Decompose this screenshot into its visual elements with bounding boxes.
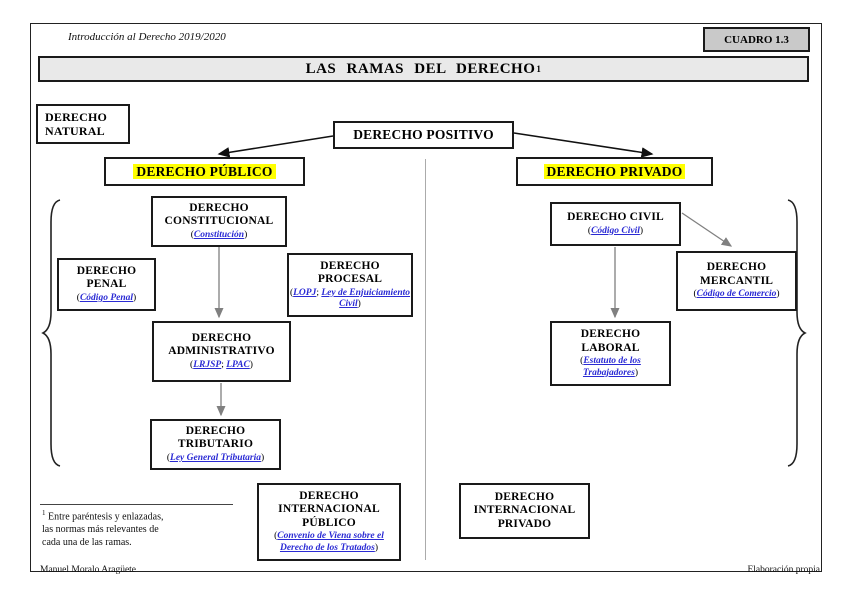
footnote-text: las normas más relevantes de — [42, 524, 159, 536]
citation-text: ) — [133, 292, 137, 303]
footer-author: Manuel Moralo Aragüete — [40, 565, 137, 575]
node-derecho-internacional-privado: DERECHO INTERNACIONAL PRIVADO — [459, 483, 590, 539]
page-border — [30, 23, 822, 572]
node-title-line: PÚBLICO — [302, 516, 356, 529]
node-title-line: DERECHO — [191, 331, 252, 344]
node-title-line: DERECHO POSITIVO — [353, 127, 494, 143]
citation-link[interactable]: Ley General Tributaria — [170, 452, 261, 463]
node-title-line: NATURAL — [45, 124, 105, 138]
citation-text: ( — [166, 452, 171, 463]
node-derecho-internacional-publico: DERECHO INTERNACIONAL PÚBLICO (Convenio … — [257, 483, 401, 561]
citation-text: ) — [357, 299, 361, 310]
node-title-line: DERECHO — [76, 264, 137, 277]
node-title-line: DERECHO — [45, 109, 108, 124]
node-title-line: DERECHO — [320, 259, 380, 272]
citation-text: ( — [76, 292, 80, 303]
citation-link[interactable]: Constitución — [193, 229, 245, 240]
footnote-line: 1 Entre paréntesis y enlazadas, — [42, 509, 242, 523]
citation-text: ( — [587, 225, 592, 236]
node-citation: (Código de Comercio) — [693, 289, 779, 300]
course-header: Introducción al Derecho 2019/2020 — [68, 31, 226, 43]
footnote-text: cada una de las ramas. — [42, 537, 132, 549]
node-title-line: PENAL — [86, 278, 127, 291]
node-title-line: MERCANTIL — [699, 274, 774, 287]
footnote-divider — [40, 504, 233, 505]
node-citation: (Constitución) — [191, 230, 248, 241]
citation-link[interactable]: Código Civil — [591, 225, 640, 236]
footer-credit: Elaboración propia — [747, 565, 820, 575]
citation-link[interactable]: Código de Comercio — [696, 289, 777, 300]
citation-text: ) — [244, 229, 248, 240]
node-title-line: TRIBUTARIO — [177, 438, 254, 451]
citation-text: ( — [693, 289, 697, 300]
citation-text: ) — [776, 289, 780, 300]
citation-link[interactable]: LRJSP — [193, 359, 222, 370]
highlighted-label: DERECHO PRIVADO — [543, 163, 686, 179]
column-divider — [425, 159, 426, 560]
node-title-line: DERECHO — [299, 489, 359, 502]
citation-link[interactable]: Código Penal — [79, 292, 134, 303]
node-title-line: DERECHO — [494, 490, 555, 503]
node-title-line: ADMINISTRATIVO — [168, 345, 275, 358]
node-derecho-privado: DERECHO PRIVADO — [516, 157, 713, 186]
citation-text: ) — [260, 452, 265, 463]
node-derecho-procesal: DERECHO PROCESAL (LOPJ; Ley de Enjuiciam… — [287, 253, 413, 317]
node-citation: (LRJSP; LPAC) — [190, 360, 253, 371]
citation-text: ; — [316, 287, 322, 298]
node-derecho-laboral: DERECHO LABORAL (Estatuto de los Trabaja… — [550, 321, 671, 386]
cuadro-badge: CUADRO 1.3 — [703, 27, 810, 52]
citation-text: ( — [190, 359, 194, 370]
citation-text: ( — [580, 356, 584, 367]
node-title-line: INTERNACIONAL — [278, 503, 380, 516]
node-derecho-constitucional: DERECHO CONSTITUCIONAL (Constitución) — [151, 196, 287, 247]
node-title-line: CONSTITUCIONAL — [164, 215, 274, 228]
citation-text: ) — [634, 367, 639, 378]
node-derecho-publico: DERECHO PÚBLICO — [104, 157, 305, 186]
node-derecho-tributario: DERECHO TRIBUTARIO (Ley General Tributar… — [150, 419, 281, 470]
citation-text: ( — [274, 531, 278, 542]
node-citation: (Estatuto de los Trabajadores) — [552, 356, 669, 379]
citation-text: ) — [249, 359, 253, 370]
node-derecho-administrativo: DERECHO ADMINISTRATIVO (LRJSP; LPAC) — [152, 321, 291, 382]
node-citation: (Ley General Tributaria) — [167, 453, 264, 464]
citation-link[interactable]: LOPJ — [293, 287, 317, 298]
node-title-line: DERECHO — [580, 328, 641, 341]
node-derecho-positivo: DERECHO POSITIVO — [333, 121, 514, 149]
citation-link[interactable]: Estatuto de los Trabajadores — [582, 356, 641, 378]
node-citation: (LOPJ; Ley de Enjuiciamiento Civil) — [289, 288, 411, 311]
footnote: 1 Entre paréntesis y enlazadas, las norm… — [42, 509, 242, 549]
footnote-text: Entre paréntesis y enlazadas, — [45, 511, 164, 523]
node-title-line: INTERNACIONAL — [473, 504, 576, 517]
title-footnote-mark: 1 — [536, 64, 542, 74]
node-title-line: LABORAL — [581, 341, 640, 354]
node-title-line: DERECHO — [706, 261, 767, 274]
node-citation: (Código Penal) — [77, 293, 136, 304]
footnote-mark: 1 — [42, 509, 46, 517]
page-title-text: LAS RAMAS DEL DERECHO — [305, 60, 536, 77]
citation-text: ( — [289, 287, 294, 298]
citation-link[interactable]: Convenio de Viena sobre el Derecho de lo… — [277, 531, 384, 553]
node-title-line: DERECHO CIVIL — [567, 211, 664, 224]
node-derecho-natural: DERECHO NATURAL — [36, 104, 130, 144]
citation-link[interactable]: LPAC — [226, 359, 250, 370]
node-citation: (Convenio de Viena sobre el Derecho de l… — [259, 531, 399, 554]
citation-text: ; — [221, 359, 227, 370]
citation-link[interactable]: Ley de Enjuiciamiento Civil — [321, 287, 411, 310]
node-title-line: DERECHO — [185, 424, 246, 437]
node-citation: (Código Civil) — [588, 226, 643, 237]
node-derecho-civil: DERECHO CIVIL (Código Civil) — [550, 202, 681, 246]
node-title-line: PROCESAL — [317, 273, 383, 286]
highlighted-label: DERECHO PÚBLICO — [133, 163, 276, 179]
citation-text: ) — [639, 225, 644, 236]
node-derecho-penal: DERECHO PENAL (Código Penal) — [57, 258, 156, 311]
node-title-line: DERECHO — [189, 201, 249, 214]
node-derecho-mercantil: DERECHO MERCANTIL (Código de Comercio) — [676, 251, 797, 311]
citation-text: ) — [374, 542, 379, 553]
citation-text: ( — [190, 229, 194, 240]
node-title-line: PRIVADO — [497, 517, 552, 530]
